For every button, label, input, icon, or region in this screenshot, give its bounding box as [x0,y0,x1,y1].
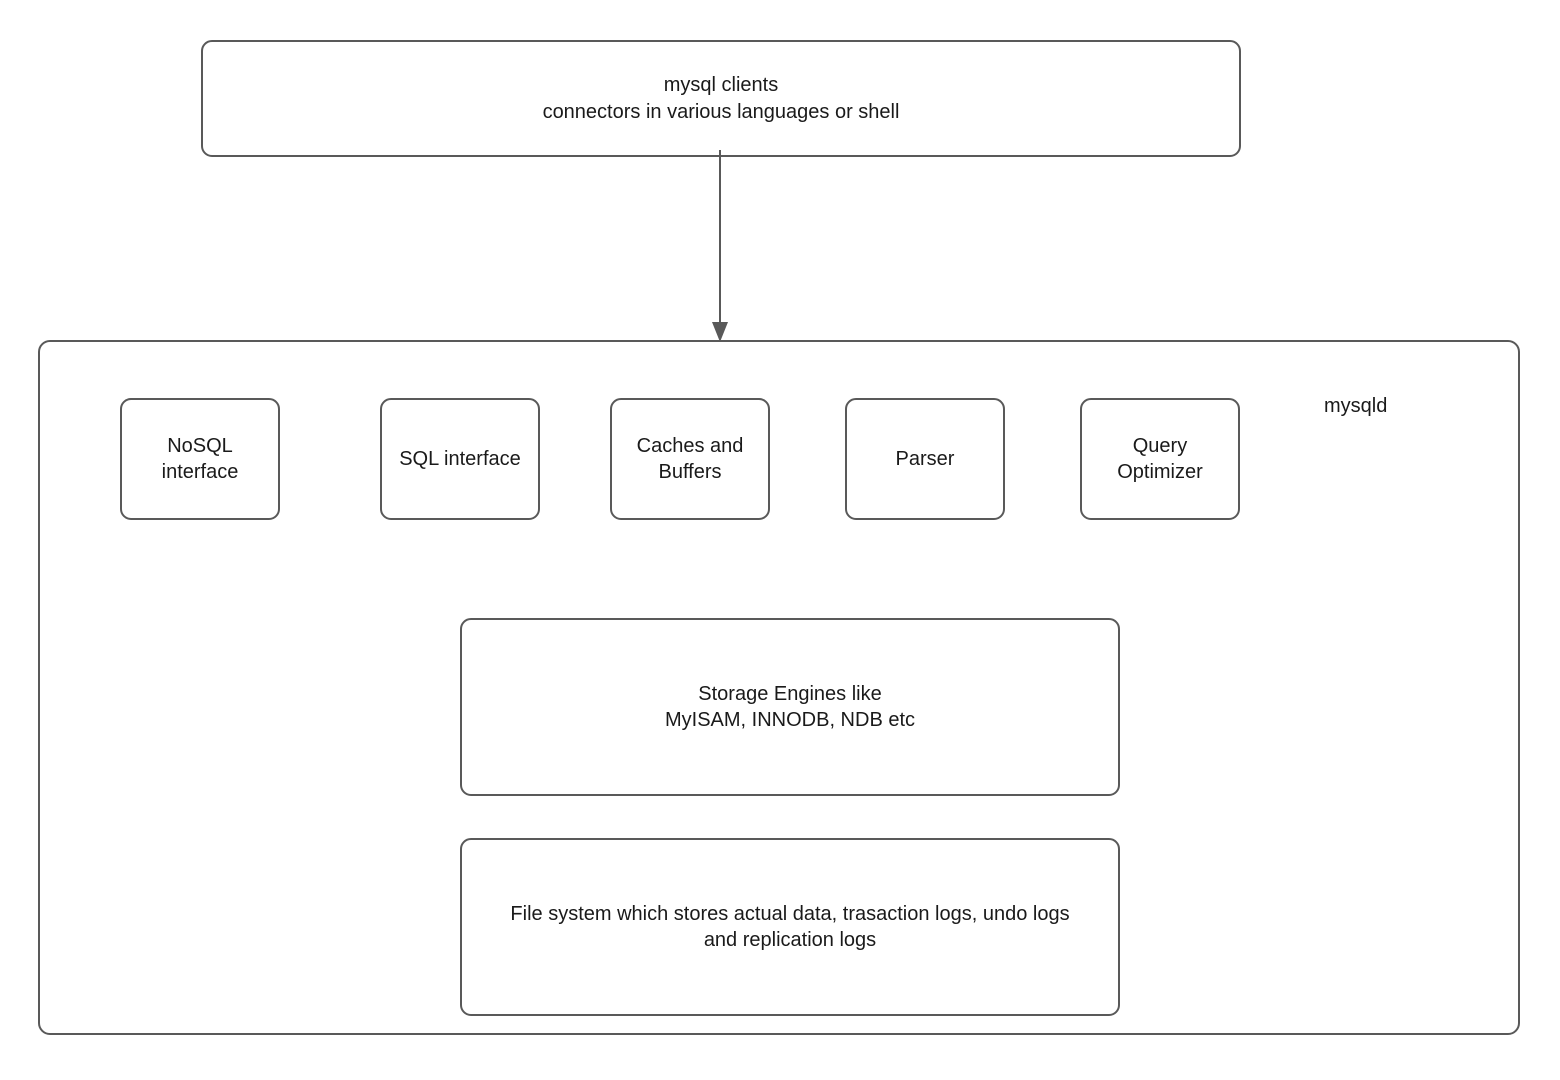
component-query-optimizer[interactable]: Query Optimizer [1080,398,1240,520]
down-arrow-icon [712,150,728,342]
component-sql-interface[interactable]: SQL interface [380,398,540,520]
clients-to-mysqld-arrow [690,150,750,350]
component-parser[interactable]: Parser [845,398,1005,520]
storage-engines-box[interactable]: Storage Engines like MyISAM, INNODB, NDB… [460,618,1120,796]
component-caches-and-buffers[interactable]: Caches and Buffers [610,398,770,520]
mysql-clients-box[interactable]: mysql clients connectors in various lang… [201,40,1241,157]
file-system-box[interactable]: File system which stores actual data, tr… [460,838,1120,1016]
mysqld-label: mysqld [1324,395,1388,417]
component-nosql-interface[interactable]: NoSQL interface [120,398,280,520]
